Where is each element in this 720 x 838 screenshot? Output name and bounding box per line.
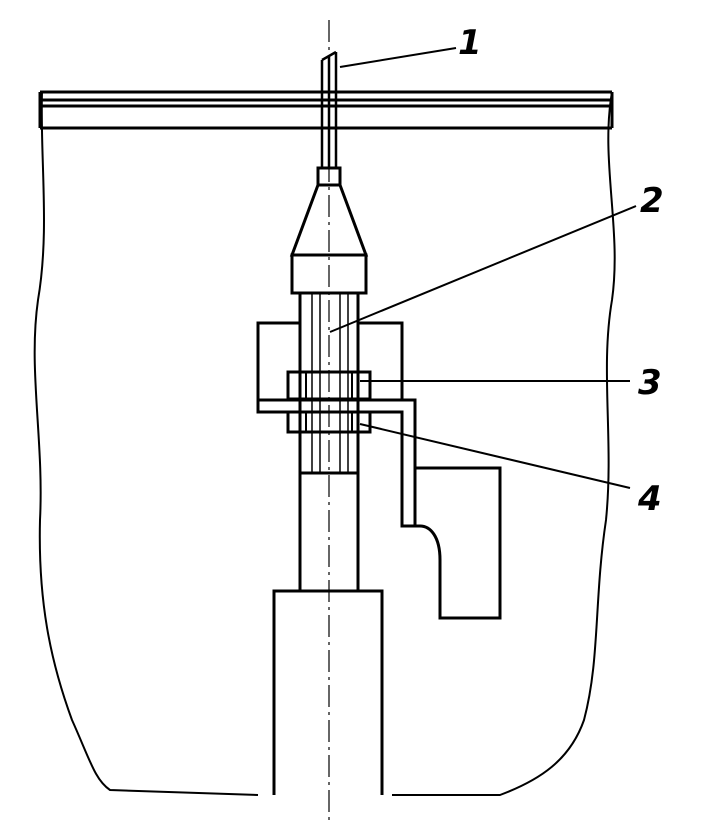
leader-line-2 [329,205,637,333]
callout-3: 3 [638,363,662,403]
leader-line-1 [339,47,457,68]
callout-4: 4 [637,479,662,519]
mounting-bracket [256,321,417,528]
upper-nut-facets [305,372,353,399]
housing-outline [33,91,616,796]
base-block [272,589,384,795]
callout-1: 1 [458,23,482,63]
lower-nut-facets [305,412,353,432]
rod-thread-lines [311,293,349,473]
top-cover-plate [38,90,614,130]
side-bracket [413,466,502,620]
leader-line-4 [359,423,631,489]
callout-2: 2 [640,181,664,221]
